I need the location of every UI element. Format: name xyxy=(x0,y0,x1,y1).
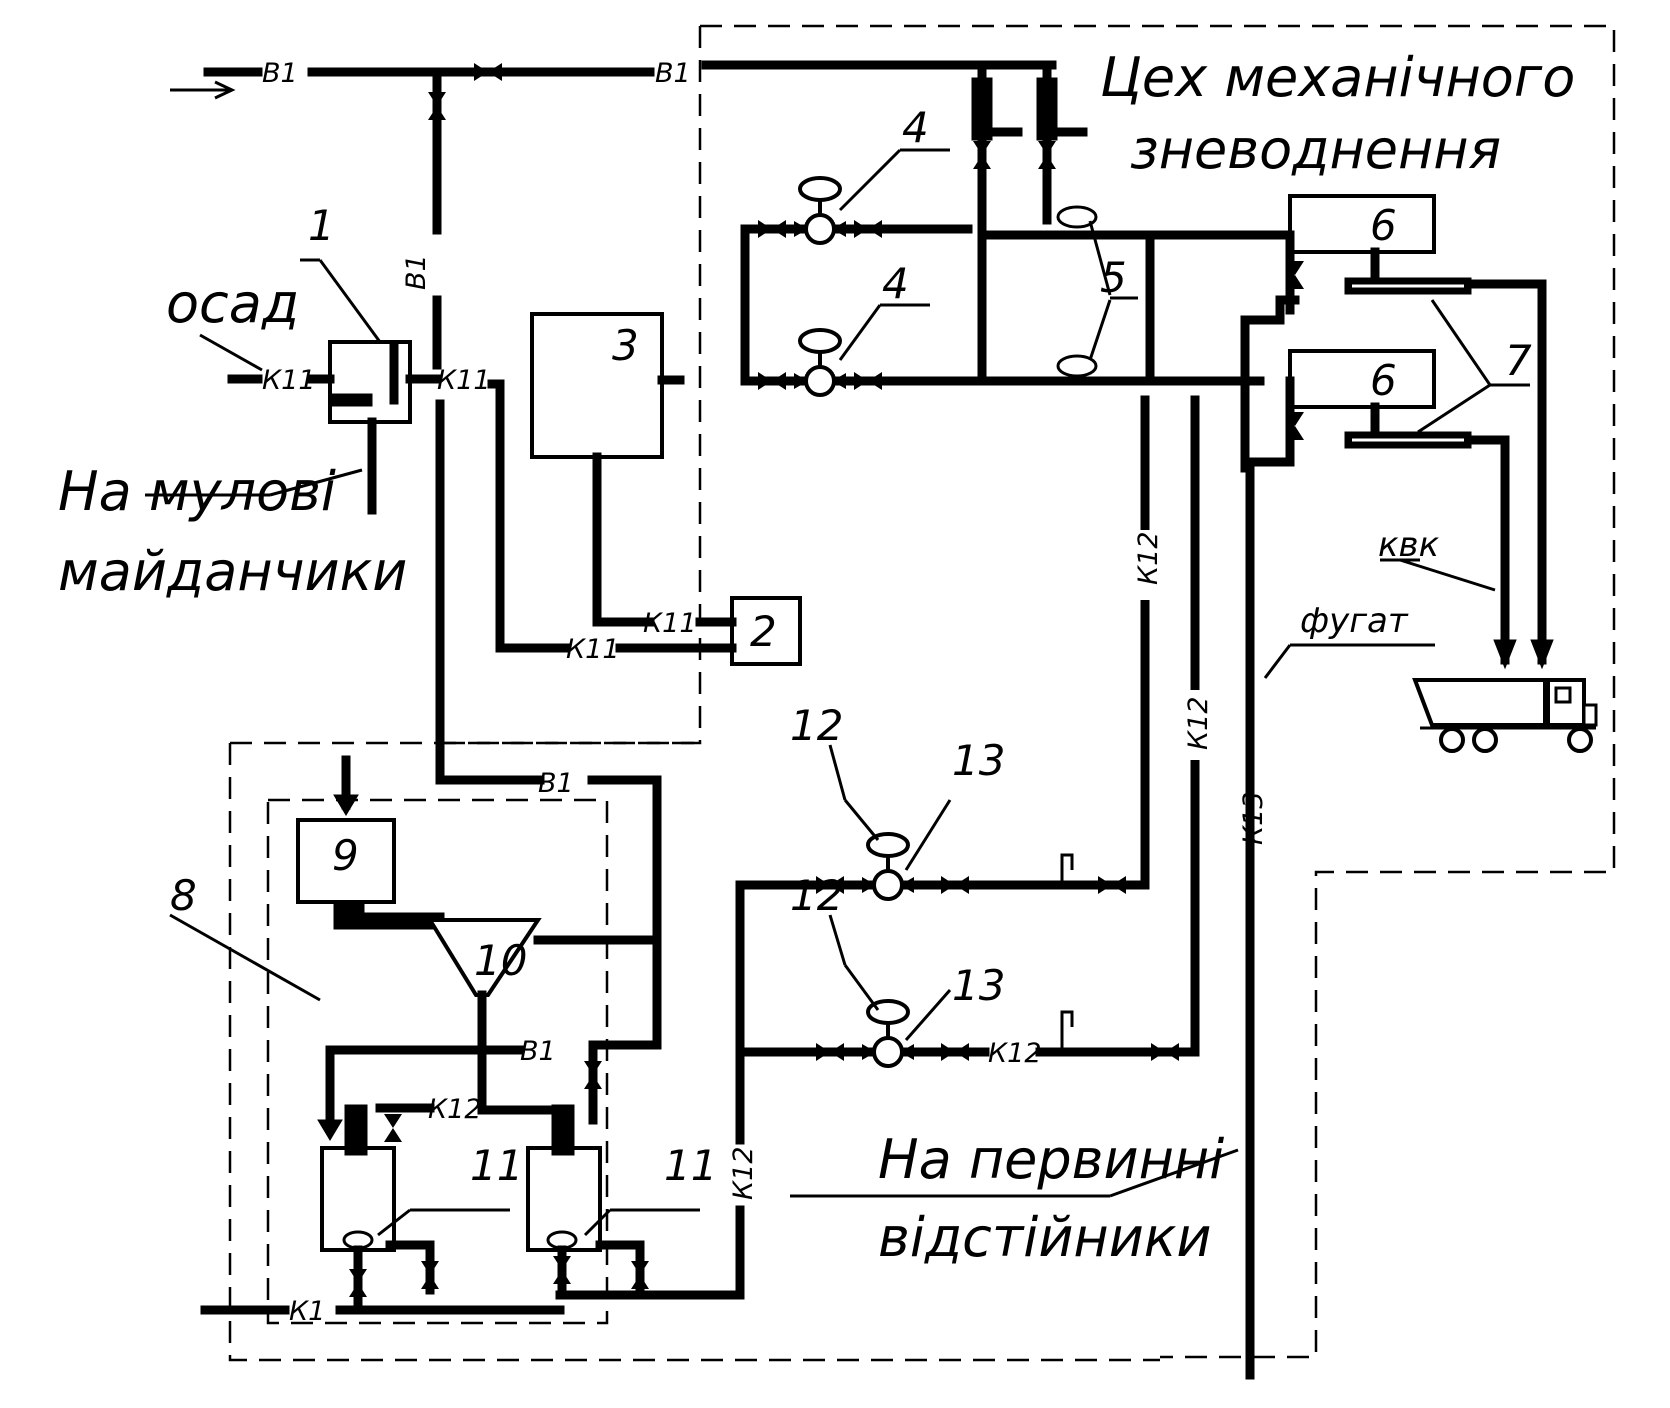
item-number-1: 1 xyxy=(308,201,335,250)
thickening-inner-boundary xyxy=(266,798,609,1325)
item-number-6-top: 6 xyxy=(1370,201,1397,250)
centrifuges-6 xyxy=(1240,194,1554,670)
label-primary-1: На первинні xyxy=(878,1128,1224,1191)
water-main-b1: В1 В1 В1 xyxy=(170,58,1057,370)
dump-truck xyxy=(1412,678,1598,753)
pipe-label-k12-right: К12 xyxy=(1183,696,1214,750)
item-number-2: 2 xyxy=(750,607,777,656)
label-primary-2: відстійники xyxy=(878,1206,1212,1269)
item-number-3: 3 xyxy=(612,321,639,370)
pipe-label-k11-to-2: К11 xyxy=(643,608,697,639)
label-cake: квк xyxy=(1378,525,1440,565)
pipe-label-k11-in: К11 xyxy=(262,365,316,396)
pipe-label-k12-pump: К12 xyxy=(988,1038,1042,1069)
shop-water-branches xyxy=(971,60,1088,240)
item-number-5: 5 xyxy=(1100,253,1127,302)
pipe-label-b1-riser: В1 xyxy=(401,254,432,290)
pipe-label-b1-shop: В1 xyxy=(655,58,691,89)
pipe-label-b1-inlet: В1 xyxy=(262,58,298,89)
item-number-12-bottom: 12 xyxy=(790,871,843,920)
item-number-9: 9 xyxy=(332,831,359,880)
pipe-label-k12-mid: К12 xyxy=(1133,531,1164,585)
pipe-label-k11-bottom: К11 xyxy=(566,634,620,665)
item-number-4-top: 4 xyxy=(902,103,929,152)
pumps-4-and-block-5 xyxy=(740,148,1295,397)
pipe-label-k12-tank: К12 xyxy=(428,1094,482,1125)
label-sludge-beds-2: майданчики xyxy=(58,540,407,603)
conveyor-under-9 xyxy=(333,912,445,930)
item-number-8: 8 xyxy=(170,871,197,920)
k12-return-lines: К12 К12 К12 К12 К13 xyxy=(728,395,1496,1380)
item-number-13-bottom: 13 xyxy=(952,961,1005,1010)
unit-9-box xyxy=(296,818,396,904)
boundaries xyxy=(228,24,1616,1362)
pipe-label-k13: К13 xyxy=(1238,791,1269,845)
pipe-label-k1: К1 xyxy=(289,1296,325,1327)
item-number-10: 10 xyxy=(474,936,527,985)
item-number-6-bottom: 6 xyxy=(1370,356,1397,405)
thickening-unit: В1 В1 К1 К12 xyxy=(169,755,745,1327)
item-number-13-top: 13 xyxy=(952,736,1005,785)
item-number-11-left: 11 xyxy=(470,1141,523,1190)
dewatering-shop-boundary xyxy=(700,24,1616,1359)
item-number-7: 7 xyxy=(1505,336,1532,385)
label-centrate: фугат xyxy=(1300,601,1409,641)
unit-3-box xyxy=(530,312,664,459)
item-number-11-right: 11 xyxy=(664,1141,717,1190)
centrifuge-6-top xyxy=(1288,194,1436,254)
item-number-12-top: 12 xyxy=(790,701,843,750)
shop-title-line1: Цех механічного xyxy=(1100,46,1575,109)
hopper-10 xyxy=(426,918,542,997)
label-sludge-beds-1: На мулові xyxy=(58,460,336,523)
pipe-label-k11-out: К11 xyxy=(437,365,491,396)
units-2-3: К11 К11 xyxy=(530,312,802,666)
pipe-label-b1-lower: В1 xyxy=(538,768,574,799)
pipe-label-k12-left: К12 xyxy=(728,1146,759,1200)
inner-shop-boundary xyxy=(440,26,702,745)
item-number-4-bottom: 4 xyxy=(882,259,909,308)
shop-title-line2: зневоднення xyxy=(1130,118,1501,181)
pipe-label-b1-inner: В1 xyxy=(520,1036,556,1067)
unit-2-box xyxy=(730,596,802,666)
label-sediment: осад xyxy=(166,272,299,335)
centrifuge-6-bottom xyxy=(1288,349,1436,409)
unit-1-and-k11: К11 К11 xyxy=(145,258,571,785)
